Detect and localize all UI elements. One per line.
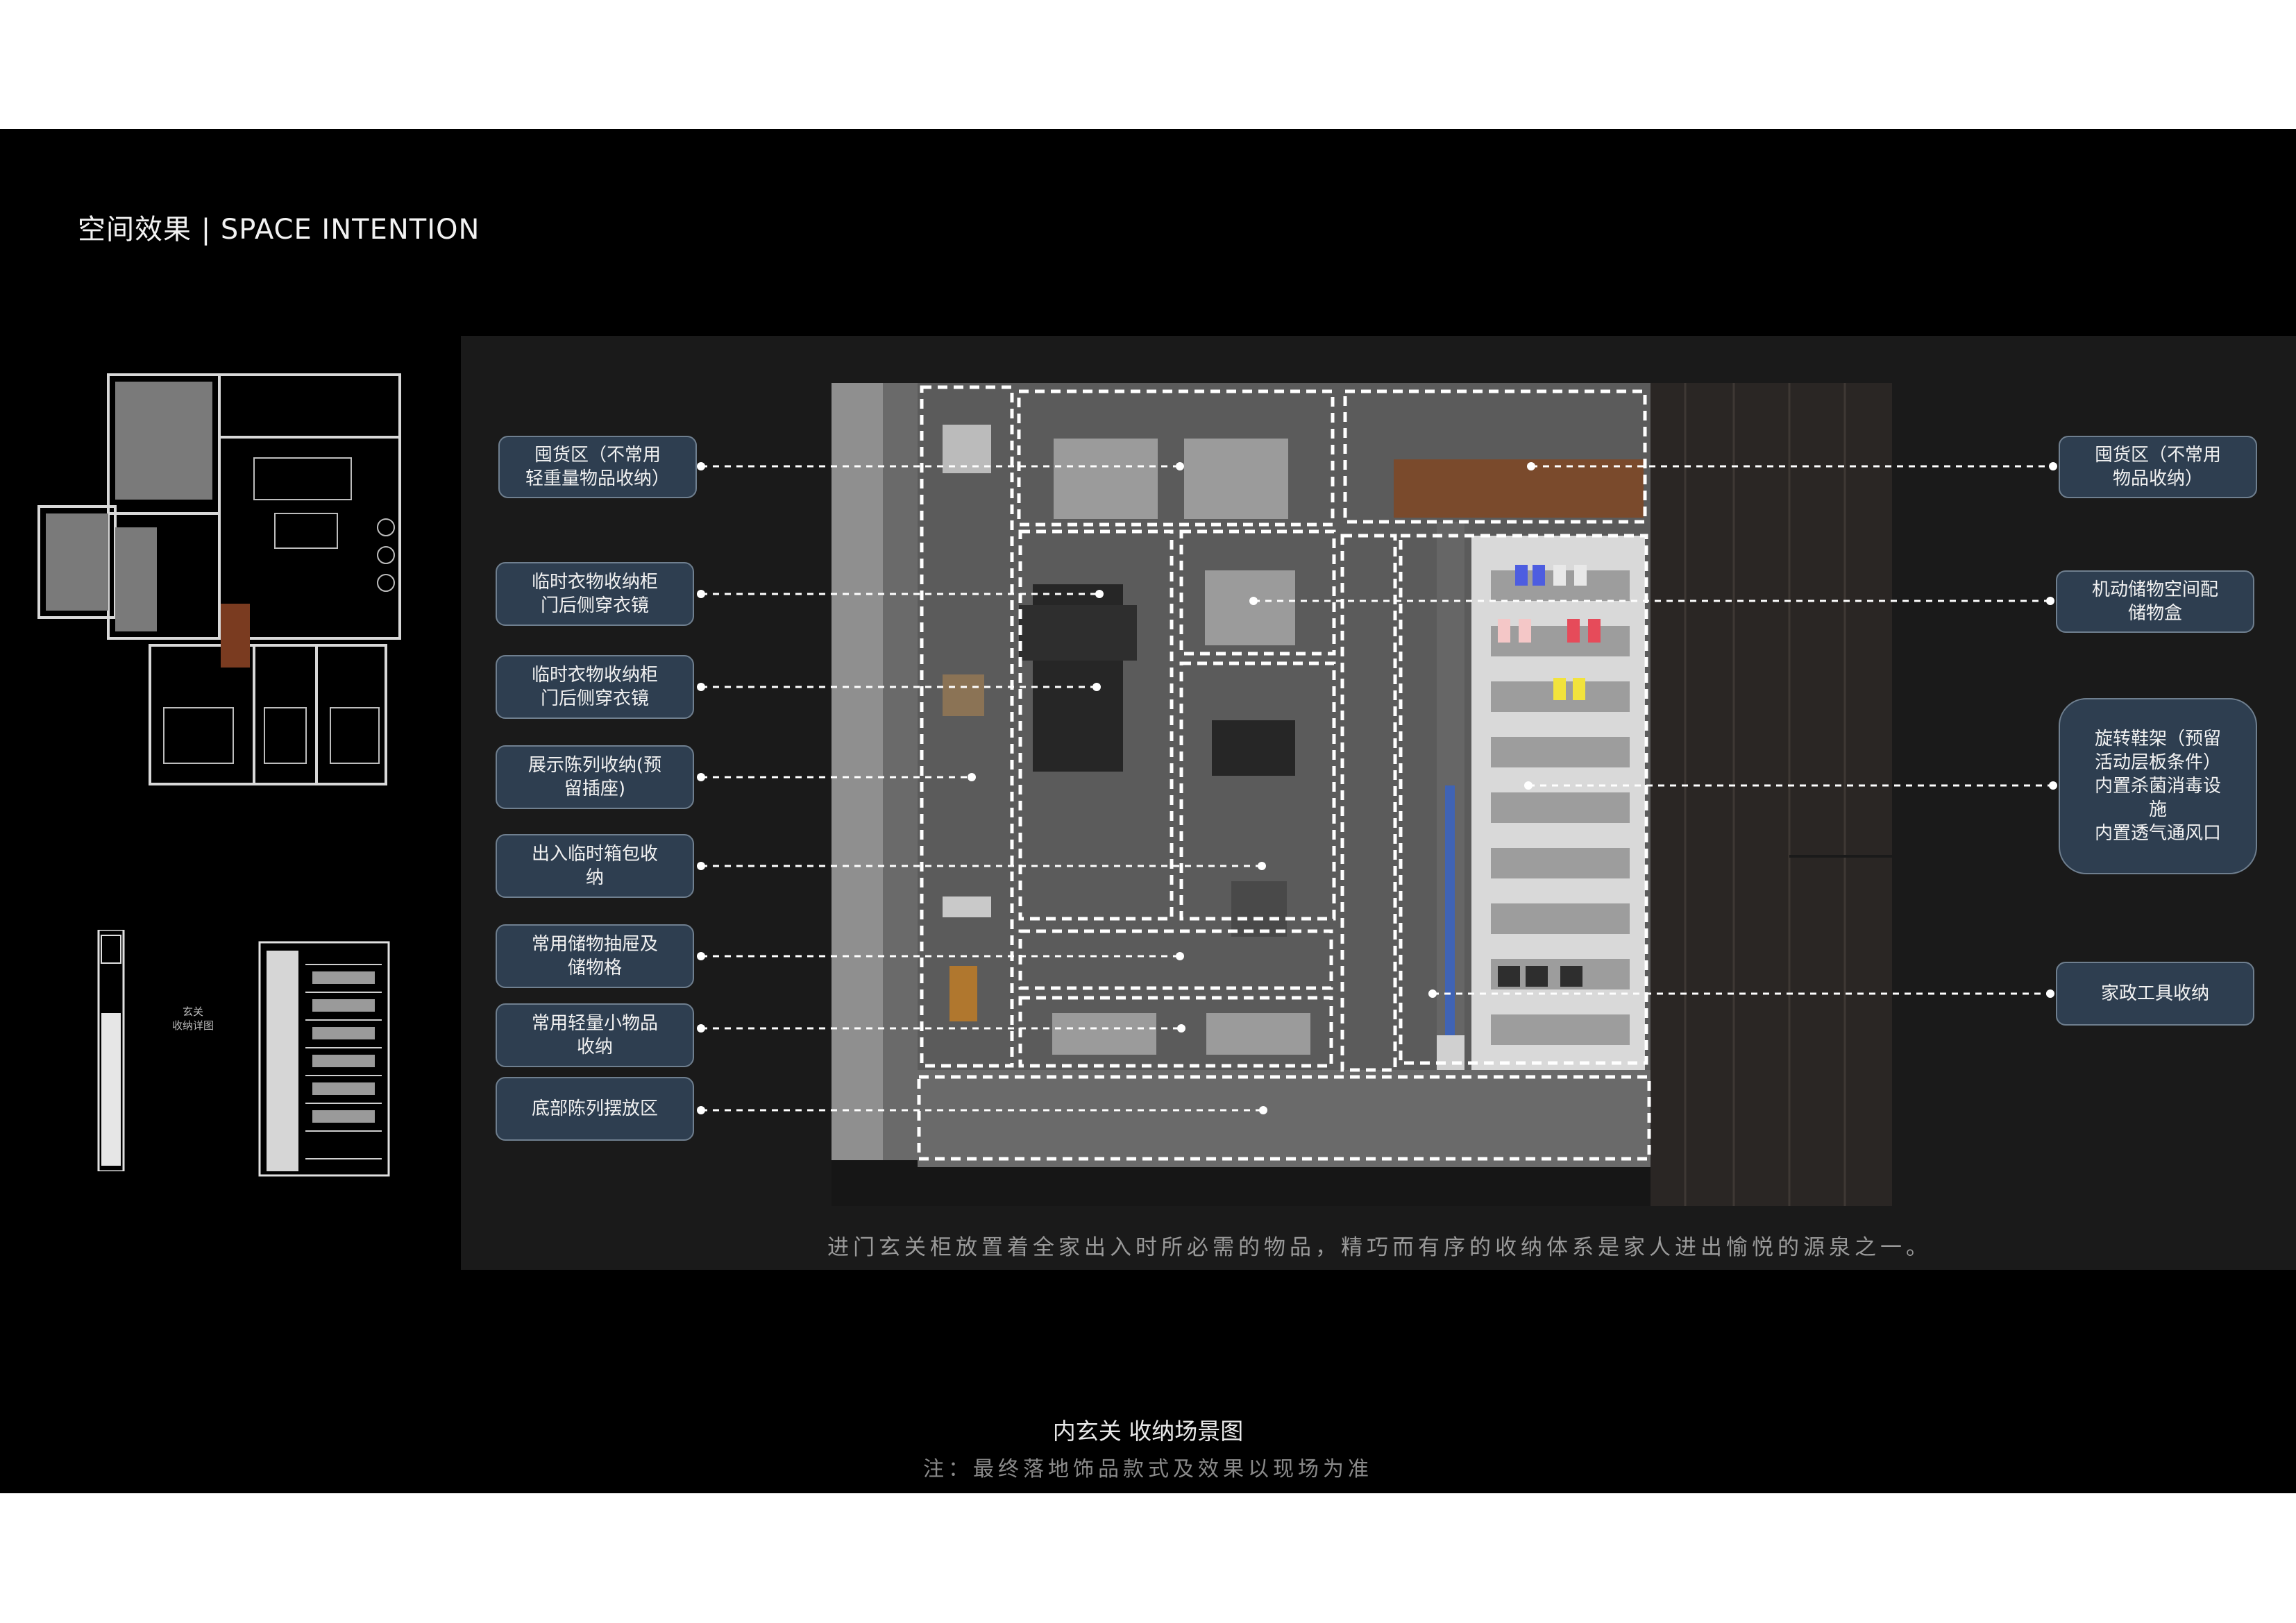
label-rotating-shoe-rack: 旋转鞋架（预留 活动层板条件） 内置杀菌消毒设 施 内置透气通风口 [2059,698,2257,874]
label-temp-clothes-1: 临时衣物收纳柜 门后侧穿衣镜 [496,562,694,626]
footer-title: 内玄关 收纳场景图 [1052,1418,1244,1445]
scene-caption: 进门玄关柜放置着全家出入时所必需的物品，精巧而有序的收纳体系是家人进出愉悦的源泉… [827,1235,1932,1260]
front-elevation [258,941,390,1177]
cabinet-scene [832,383,1892,1206]
page-title: 空间效果 | SPACE INTENTION [78,214,480,246]
label-storage-right: 囤货区（不常用 物品收纳） [2059,436,2257,498]
label-flexible-storage: 机动储物空间配 储物盒 [2056,570,2254,633]
floor-plan [25,347,414,805]
side-elevation [97,930,125,1171]
label-household-tools: 家政工具收纳 [2056,962,2254,1026]
label-display-storage: 展示陈列收纳(预 留插座) [496,745,694,809]
label-small-items: 常用轻量小物品 收纳 [496,1003,694,1067]
footer-note: 注：最终落地饰品款式及效果以现场为准 [923,1457,1373,1481]
label-storage-left: 囤货区（不常用 轻重量物品收纳） [498,436,697,498]
label-bottom-display: 底部陈列摆放区 [496,1077,694,1141]
label-luggage: 出入临时箱包收 纳 [496,834,694,898]
plan-label: 玄关 收纳详图 [171,1005,214,1032]
label-temp-clothes-2: 临时衣物收纳柜 门后侧穿衣镜 [496,655,694,719]
label-drawers: 常用储物抽屉及 储物格 [496,924,694,988]
